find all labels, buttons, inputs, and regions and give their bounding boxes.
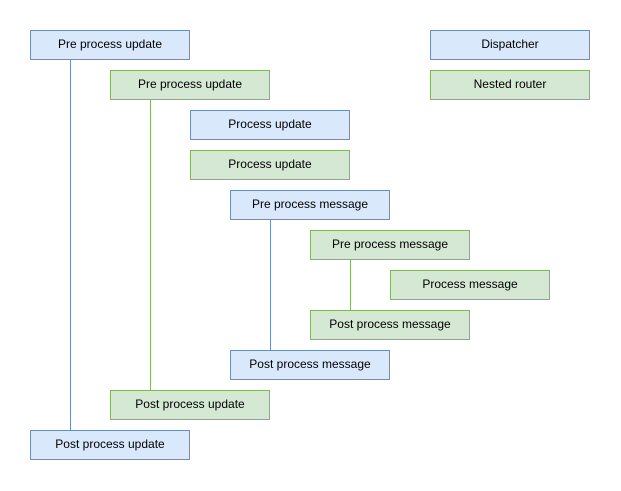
legend-item-label: Dispatcher [481, 37, 539, 52]
node-label: Post process message [329, 317, 451, 332]
node-label: Process update [228, 157, 312, 172]
node-post-process-update-dispatcher[interactable]: Post process update [30, 430, 190, 460]
legend-item-dispatcher[interactable]: Dispatcher [430, 30, 590, 60]
node-pre-process-update-dispatcher[interactable]: Pre process update [30, 30, 190, 60]
node-process-message-router[interactable]: Process message [390, 270, 550, 300]
connector-n5-to-n9 [270, 220, 271, 350]
legend-item-label: Nested router [473, 77, 547, 92]
node-pre-process-message-router[interactable]: Pre process message [310, 230, 470, 260]
legend-item-nested-router[interactable]: Nested router [430, 70, 590, 100]
node-label: Process message [422, 277, 518, 292]
node-post-process-message-dispatcher[interactable]: Post process message [230, 350, 390, 380]
node-label: Post process update [135, 397, 245, 412]
node-post-process-update-router[interactable]: Post process update [110, 390, 270, 420]
connector-n2-to-n10 [150, 100, 151, 390]
node-post-process-message-router[interactable]: Post process message [310, 310, 470, 340]
node-pre-process-message-dispatcher[interactable]: Pre process message [230, 190, 390, 220]
node-process-update-dispatcher[interactable]: Process update [190, 110, 350, 140]
connector-n1-to-n11 [70, 60, 71, 430]
node-label: Pre process update [57, 37, 163, 52]
node-label: Pre process message [331, 237, 449, 252]
node-label: Pre process message [251, 197, 369, 212]
node-pre-process-update-router[interactable]: Pre process update [110, 70, 270, 100]
node-label: Post process message [249, 357, 371, 372]
node-label: Post process update [55, 437, 165, 452]
connector-n6-to-n8 [350, 260, 351, 310]
node-label: Pre process update [137, 77, 243, 92]
node-process-update-router[interactable]: Process update [190, 150, 350, 180]
node-label: Process update [228, 117, 312, 132]
